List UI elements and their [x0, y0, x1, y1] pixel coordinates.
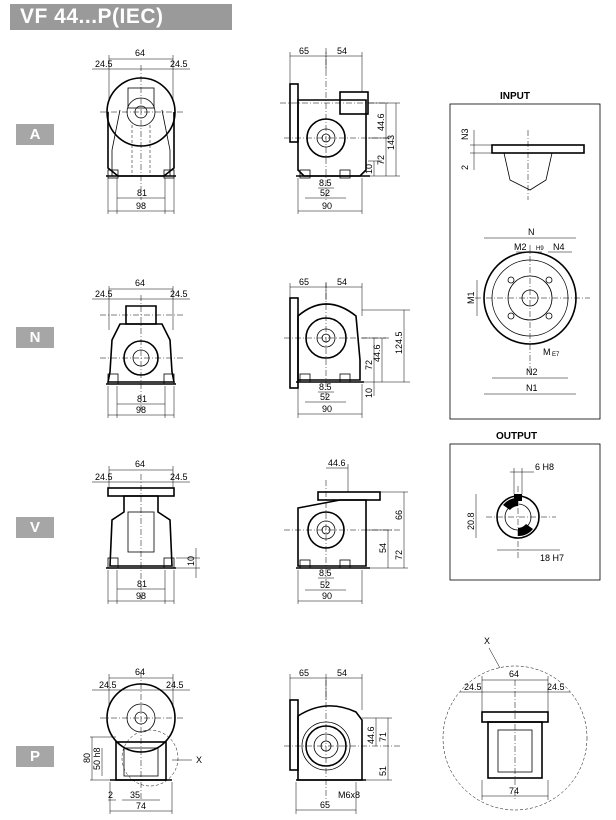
- thread-m6x8-p: M6x8: [338, 790, 360, 800]
- dim-24-5-left-n: 24.5: [95, 289, 113, 299]
- output-height-label: 20.8: [466, 512, 476, 530]
- dim-50-h8-p: 50 h8: [92, 747, 102, 770]
- input-h9-label: H9: [536, 246, 544, 252]
- view-v-front: 64 24.5 24.5 10 81 98: [92, 459, 200, 604]
- dim-8-5-v: 8.5: [319, 568, 332, 578]
- detail-dim-24-5-right: 24.5: [547, 682, 565, 692]
- output-key-label: 6 H8: [535, 462, 554, 472]
- view-v-side: 44.6 66 54 72 8.5 52 90: [284, 458, 408, 604]
- output-bore-label: 18 H7: [540, 553, 564, 563]
- dim-90-v: 90: [322, 591, 332, 601]
- dim-52-v: 52: [320, 580, 330, 590]
- row-badge-p: P: [16, 746, 54, 767]
- output-panel: OUTPUT 6 H8 20.8 18 H7: [449, 431, 601, 581]
- dim-90-a: 90: [322, 201, 332, 211]
- dim-52-a: 52: [320, 188, 330, 198]
- dim-65-n: 65: [299, 277, 309, 287]
- dim-98-n: 98: [136, 405, 146, 415]
- input-m2-label: M2: [514, 242, 527, 252]
- detail-dim-74: 74: [509, 786, 519, 796]
- dim-80-p: 80: [82, 753, 92, 763]
- dim-2-p: 2: [108, 790, 113, 800]
- detail-dim-24-5-left: 24.5: [464, 682, 482, 692]
- dim-65-top-p: 65: [299, 668, 309, 678]
- dim-72-n: 72: [364, 360, 374, 370]
- dim-24-5-left-v: 24.5: [95, 472, 113, 482]
- dim-8-5-n: 8.5: [319, 382, 332, 392]
- input-n-label: N: [528, 227, 535, 237]
- dim-143-a: 143: [386, 135, 396, 150]
- view-a-front: 64 24.5 24.5 81 98: [92, 48, 190, 214]
- dim-54-a: 54: [337, 46, 347, 56]
- dim-64-p: 64: [135, 667, 145, 677]
- dim-52-n: 52: [320, 392, 330, 402]
- input-n4-label: N4: [553, 242, 565, 252]
- dim-10-v: 10: [186, 556, 196, 566]
- dim-24-5-right-n: 24.5: [170, 289, 188, 299]
- view-p-front: 64 24.5 24.5 80 50 h8 2 35 74 X: [82, 667, 202, 814]
- detail-dim-64: 64: [509, 669, 519, 679]
- input-e7-label: E7: [552, 352, 560, 358]
- row-badge-n: N: [16, 327, 54, 348]
- dim-44-6-n: 44.6: [372, 344, 382, 362]
- detail-x-label: X: [484, 636, 490, 646]
- view-a-side: 65 54 143 44.6 72 10 8.5 52 90: [280, 46, 400, 214]
- input-n2-label: N2: [526, 367, 538, 377]
- dim-54-n: 54: [337, 277, 347, 287]
- dim-24-5-left-a: 24.5: [95, 59, 113, 69]
- dim-44-6-a: 44.6: [376, 113, 386, 131]
- dim-24-5-right-a: 24.5: [170, 59, 188, 69]
- dim-65-bottom-p: 65: [320, 800, 330, 810]
- row-badge-a: A: [16, 124, 54, 145]
- dim-124-5-n: 124.5: [394, 331, 404, 354]
- view-n-side: 65 54 124.5 44.6 72 10 8.5 52 90: [284, 277, 410, 418]
- input-panel: INPUT N3 2 N M2 H9 N4 M1 M E7 N2 N1: [449, 91, 601, 420]
- dim-72-v: 72: [394, 550, 404, 560]
- dim-24-5-right-p: 24.5: [166, 680, 184, 690]
- dim-98-a: 98: [136, 201, 146, 211]
- dim-44-6-v: 44.6: [328, 458, 346, 468]
- dim-8-5-a: 8.5: [319, 178, 332, 188]
- dim-24-5-left-p: 24.5: [99, 680, 117, 690]
- dim-44-6-p: 44.6: [366, 726, 376, 744]
- dim-54-p: 54: [337, 668, 347, 678]
- dim-74-p: 74: [136, 801, 146, 811]
- detail-x: X 64 24.5 24.5 74: [442, 636, 588, 811]
- input-m1-label: M1: [466, 291, 476, 304]
- input-two-label: 2: [460, 165, 470, 170]
- detail-marker-x-p: X: [196, 755, 202, 765]
- dim-71-p: 71: [378, 732, 388, 742]
- input-n3-label: N3: [460, 128, 470, 140]
- view-p-side: 65 54 44.6 71 51 M6x8 65: [284, 668, 400, 814]
- dim-10-n: 10: [364, 388, 374, 398]
- dim-10-a: 10: [364, 164, 374, 174]
- dim-81-a: 81: [137, 188, 147, 198]
- dim-72-a: 72: [376, 155, 386, 165]
- dim-35-p: 35: [130, 790, 140, 800]
- dim-64-v: 64: [135, 459, 145, 469]
- dim-81-n: 81: [137, 394, 147, 404]
- input-m-label: M: [543, 347, 551, 357]
- row-badge-v: V: [16, 517, 54, 538]
- output-panel-title: OUTPUT: [496, 431, 537, 442]
- dim-64-n: 64: [135, 278, 145, 288]
- input-n1-label: N1: [526, 383, 538, 393]
- dim-81-v: 81: [137, 579, 147, 589]
- view-n-front: 64 24.5 24.5 81 98: [92, 278, 190, 418]
- dim-24-5-right-v: 24.5: [170, 472, 188, 482]
- dim-65-a: 65: [299, 46, 309, 56]
- dim-51-p: 51: [378, 766, 388, 776]
- dim-64-a: 64: [135, 48, 145, 58]
- dim-66-v: 66: [394, 510, 404, 520]
- dim-54-v: 54: [378, 543, 388, 553]
- page-title: VF 44...P(IEC): [10, 4, 232, 30]
- input-panel-title: INPUT: [500, 91, 530, 102]
- dim-98-v: 98: [136, 591, 146, 601]
- dim-90-n: 90: [322, 404, 332, 414]
